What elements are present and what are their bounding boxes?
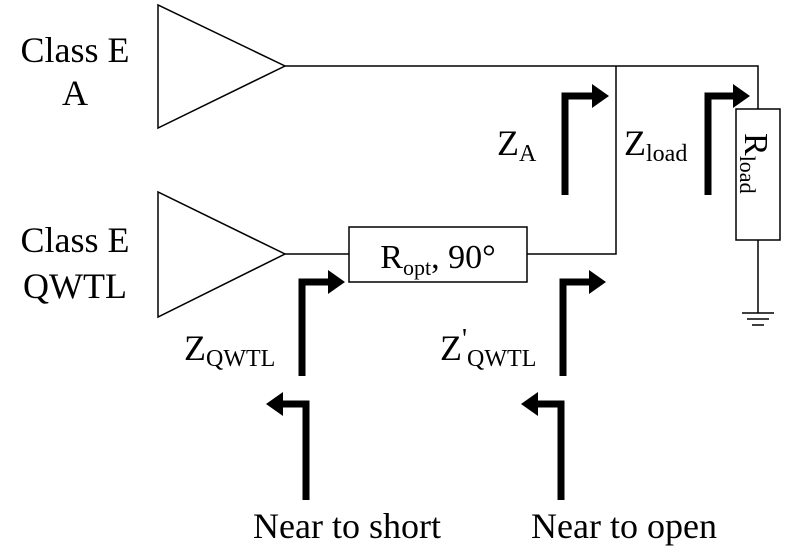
zqwtl-label: ZQWTL [184, 328, 275, 372]
zqwtl-prime-label: Z'QWTL [440, 324, 536, 372]
arrow-zload [704, 84, 750, 195]
load-resistor-label: Rload [735, 133, 774, 194]
amplifier-class-e-a [157, 3, 287, 130]
arrow-near-short [266, 392, 310, 500]
arrow-zqwtl [298, 270, 345, 376]
ground-symbol [742, 312, 774, 326]
za-label: ZA [497, 123, 537, 167]
zload-label: Zload [624, 123, 687, 167]
arrow-zqwtl-prime [559, 270, 606, 376]
note-near-open: Near to open [531, 506, 717, 546]
qwtl-box [348, 226, 528, 283]
amp-bottom-label-line2: QWTL [23, 266, 127, 306]
arrow-near-open [521, 392, 565, 500]
wire-top-bus [285, 65, 759, 109]
amp-top-label-line1: Class E [20, 30, 129, 70]
load-resistor [735, 108, 781, 241]
amplifier-class-e-qwtl [157, 190, 287, 319]
arrow-za [561, 84, 609, 195]
amp-top-label-line2: A [62, 73, 88, 113]
note-near-short: Near to short [253, 506, 441, 546]
qwtl-label: Ropt, 90° [380, 239, 495, 280]
wire-qwtl-to-node [527, 66, 617, 255]
amp-bottom-label-line1: Class E [20, 220, 129, 260]
